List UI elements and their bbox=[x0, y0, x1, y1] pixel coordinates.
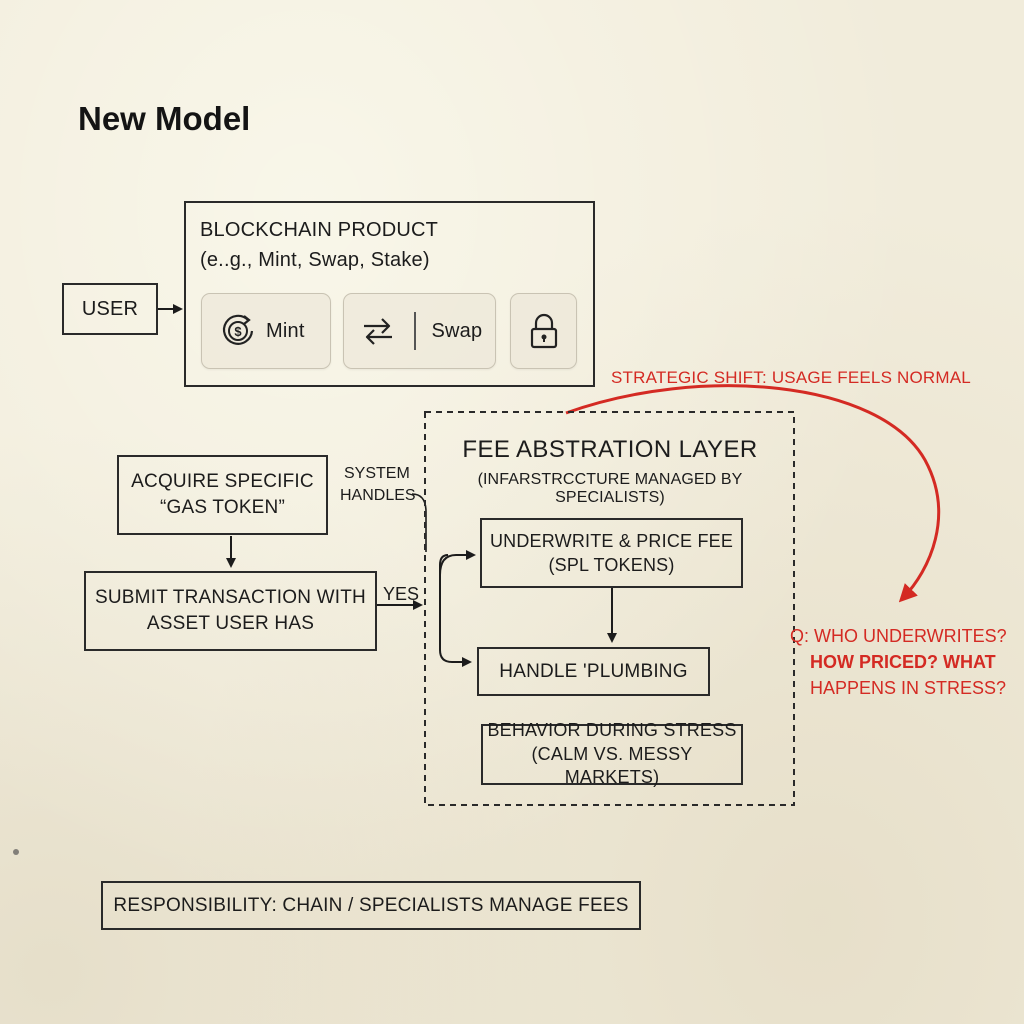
swap-label: Swap bbox=[431, 319, 483, 342]
arrow-bracket-upper bbox=[439, 550, 476, 576]
underwrite-line1: UNDERWRITE & PRICE FEE bbox=[489, 530, 734, 551]
swap-button[interactable]: Swap bbox=[343, 293, 496, 369]
lock-icon bbox=[527, 311, 561, 351]
fee-layer-title: FEE ABSTRATION LAYER bbox=[462, 436, 758, 463]
plumbing-box: HANDLE 'PLUMBING bbox=[477, 647, 710, 696]
question-line2: HOW PRICED? WHAT bbox=[810, 652, 996, 673]
ink-speck bbox=[13, 849, 19, 855]
acquire-line2: “GAS TOKEN” bbox=[159, 497, 286, 518]
mint-button[interactable]: $ Mint bbox=[201, 293, 331, 369]
swap-arrows-icon bbox=[358, 311, 398, 351]
strategic-shift-label: STRATEGIC SHIFT: USAGE FEELS NORMAL bbox=[611, 368, 971, 387]
user-box: USER bbox=[62, 283, 158, 335]
stake-button[interactable] bbox=[510, 293, 577, 369]
blockchain-product-box: BLOCKCHAIN PRODUCT (e..g., Mint, Swap, S… bbox=[184, 201, 595, 387]
question-line1: Q: WHO UNDERWRITES? bbox=[790, 626, 1007, 646]
strategic-shift-arc bbox=[565, 384, 941, 603]
submit-transaction-box: SUBMIT TRANSACTION WITH ASSET USER HAS bbox=[84, 571, 377, 651]
fee-layer-boundary bbox=[424, 411, 795, 806]
question-line3: HAPPENS IN STRESS? bbox=[810, 678, 1007, 699]
submit-line2: ASSET USER HAS bbox=[146, 613, 315, 634]
yes-label: YES bbox=[383, 584, 420, 604]
system-handles-line1: SYSTEM bbox=[344, 465, 410, 482]
user-label: USER bbox=[81, 297, 139, 320]
product-examples: (e..g., Mint, Swap, Stake) bbox=[200, 249, 430, 271]
responsibility-box: RESPONSIBILITY: CHAIN / SPECIALISTS MANA… bbox=[101, 881, 641, 930]
svg-text:$: $ bbox=[234, 324, 242, 339]
swap-divider bbox=[414, 312, 416, 350]
page-title: New Model bbox=[78, 100, 251, 137]
system-handles-label: SYSTEM HANDLES bbox=[340, 463, 416, 508]
coin-dollar-icon: $ bbox=[218, 311, 258, 351]
arrow-bracket-to-underwrite bbox=[439, 554, 472, 667]
acquire-gas-token-box: ACQUIRE SPECIFIC “GAS TOKEN” bbox=[117, 455, 328, 535]
stress-line1: BEHAVIOR DURING STRESS bbox=[487, 720, 737, 741]
submit-line1: SUBMIT TRANSACTION WITH bbox=[95, 587, 366, 609]
fee-layer-subtitle: (INFARSTRCCTURE MANAGED BY SPECIALISTS) bbox=[477, 471, 743, 506]
system-handles-line2: HANDLES bbox=[340, 487, 416, 505]
question-annotation: Q: WHO UNDERWRITES? HOW PRICED? WHAT HAP… bbox=[790, 623, 1020, 701]
acquire-line1: ACQUIRE SPECIFIC bbox=[131, 471, 314, 493]
product-title: BLOCKCHAIN PRODUCT bbox=[200, 219, 439, 241]
underwrite-line2: (SPL TOKENS) bbox=[548, 555, 675, 575]
stress-line2: (CALM VS. MESSY MARKETS) bbox=[531, 743, 693, 788]
responsibility-label: RESPONSIBILITY: CHAIN / SPECIALISTS MANA… bbox=[113, 894, 629, 916]
plumbing-label: HANDLE 'PLUMBING bbox=[499, 660, 688, 682]
stress-behavior-box: BEHAVIOR DURING STRESS (CALM VS. MESSY M… bbox=[481, 720, 743, 787]
mint-label: Mint bbox=[266, 319, 305, 342]
underwrite-box: UNDERWRITE & PRICE FEE (SPL TOKENS) bbox=[480, 518, 743, 588]
